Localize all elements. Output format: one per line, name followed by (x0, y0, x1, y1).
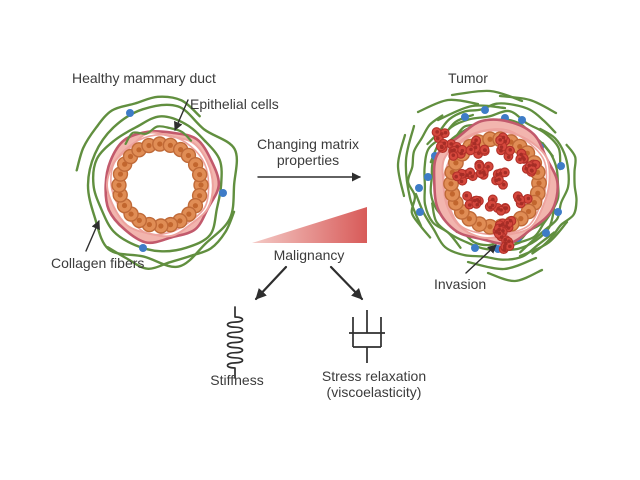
invasion-label: Invasion (434, 276, 487, 292)
changing-matrix-label: Changing matrix properties (257, 136, 359, 169)
malignancy-gradient-triangle (252, 207, 367, 243)
malignancy-branch-arrows (254, 265, 364, 301)
healthy-duct-illustration (75, 95, 239, 270)
stress-relaxation-label: Stress relaxation (viscoelasticity) (322, 368, 426, 400)
stress-relaxation-line2: (viscoelasticity) (326, 384, 422, 401)
collagen-fibers-label: Collagen fibers (51, 255, 145, 271)
tumor-title: Tumor (448, 70, 488, 86)
malignancy-label: Malignancy (273, 247, 345, 263)
spring-icon (226, 306, 244, 379)
dashpot-icon (349, 310, 385, 363)
tumor-illustration (396, 89, 578, 283)
stress-relaxation-line1: Stress relaxation (321, 368, 427, 384)
epithelial-cells-label: Epithelial cells (190, 96, 279, 112)
annotation-arrows (85, 99, 497, 274)
stiffness-label: Stiffness (210, 372, 264, 388)
healthy-duct-title: Healthy mammary duct (72, 70, 216, 86)
